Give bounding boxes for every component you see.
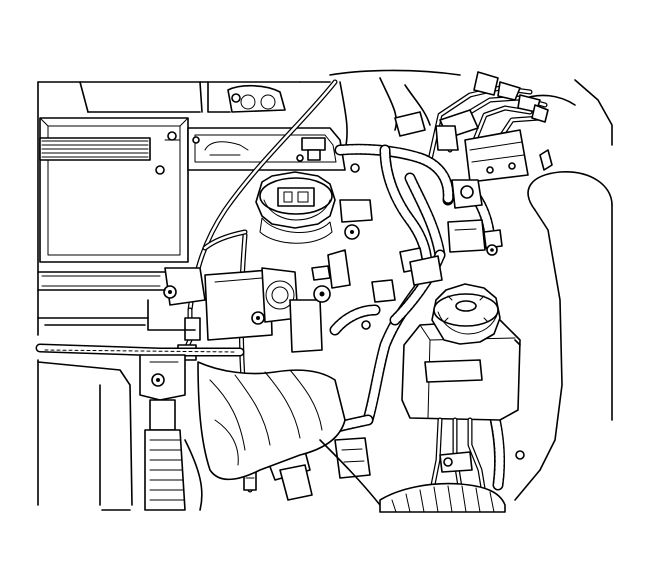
connector-group — [301, 137, 373, 289]
ignition-coil-module — [163, 267, 331, 361]
belt-pulley — [144, 429, 203, 511]
mounting-bracket — [139, 354, 186, 431]
coolant-reservoir — [401, 319, 521, 421]
oil-fill-cap — [255, 171, 336, 244]
lower-radiator-hose — [379, 482, 506, 513]
engine-cover — [39, 117, 189, 263]
air-duct-cover — [197, 361, 381, 506]
left-rail — [35, 271, 245, 506]
compartment-outline — [37, 69, 613, 511]
fuel-lines — [427, 71, 553, 183]
cover-rib-badge — [39, 137, 151, 161]
coolant-reservoir-cap — [431, 283, 501, 345]
fasteners — [350, 163, 525, 460]
intake-manifold-top — [207, 77, 431, 151]
plate-bolt — [192, 136, 200, 144]
cover-bolt — [155, 165, 165, 175]
cover-bolt — [167, 131, 177, 141]
plate-bolt — [296, 154, 304, 162]
